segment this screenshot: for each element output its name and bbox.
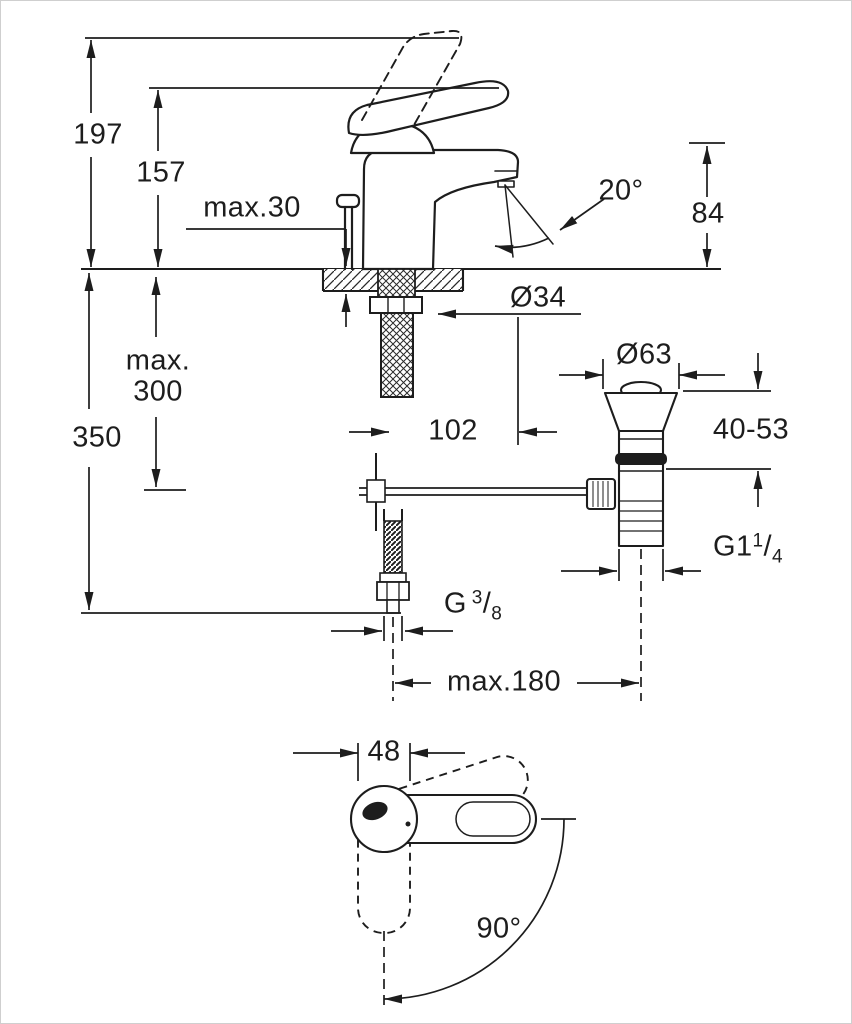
dim-40-53 (666, 353, 771, 507)
dim-overall-depth-label: 350 (72, 421, 122, 454)
o-ring (615, 453, 667, 465)
rod-clamp (366, 479, 386, 503)
threaded-shank (377, 268, 416, 298)
dim-g1-1-4 (561, 549, 701, 581)
waste-thread-denominator: 4 (771, 546, 783, 568)
supply-thread-slash: / (482, 587, 492, 620)
dim-max180 (392, 549, 642, 701)
dim-spout-projection-label: 102 (428, 414, 478, 447)
faucet-body-spout (361, 148, 520, 271)
dim-max300 (144, 277, 186, 491)
pivot-mark (362, 801, 388, 821)
dim-waste-thread-label: G11/4 (713, 530, 783, 568)
dim-total-height-label: 197 (73, 118, 123, 151)
supply-thread-prefix: G (443, 587, 467, 620)
supply-thread-denominator: 8 (491, 603, 503, 625)
dim-deck-max-label: max.30 (203, 191, 301, 224)
waste-thread-numerator: 1 (752, 530, 764, 552)
dim-hose-max-line1: max. (125, 344, 191, 377)
waste-flange (603, 391, 679, 433)
waste-thread-slash: / (763, 530, 772, 563)
faucet-top-view (349, 755, 538, 934)
waste-thread-prefix: G1 (713, 530, 753, 563)
dim-48 (293, 743, 465, 781)
dim-max30 (186, 228, 351, 327)
lever-handle (347, 80, 510, 137)
dim-handle-swing-label: 90° (476, 912, 522, 945)
dim-shank-diameter-label: Ø34 (509, 281, 567, 314)
mounting-nut (369, 296, 423, 314)
knurled-rod-knob (585, 477, 617, 511)
dim-20deg (494, 198, 605, 254)
body-plan (349, 784, 419, 854)
dim-350 (81, 273, 401, 614)
dim-84 (689, 142, 725, 267)
lever-handle-raised (361, 30, 463, 126)
waste-body (617, 429, 665, 548)
hex-fitting (376, 581, 410, 601)
pop-up-waste-assembly (585, 380, 679, 548)
below-deck-assembly (359, 268, 591, 614)
dimension-lines (81, 37, 771, 1009)
dim-waste-deck-range-label: 40-53 (712, 413, 790, 446)
dim-handle-width-label: 48 (367, 735, 401, 768)
flexible-supply-hose (380, 312, 414, 398)
dim-center-distance-label: max.180 (446, 665, 562, 698)
threaded-rod (383, 520, 403, 574)
faucet-side-view (335, 30, 554, 271)
dim-g3-8 (331, 616, 453, 641)
dim-spray-angle-label: 20° (598, 174, 644, 207)
dim-d63 (559, 359, 725, 389)
supply-thread-numerator: 3 (471, 587, 483, 609)
dim-body-height-label: 157 (136, 156, 186, 189)
dim-waste-diameter-label: Ø63 (615, 338, 673, 371)
dim-90deg (383, 818, 576, 1009)
pull-rod-knob (335, 193, 361, 209)
dim-spout-height-label: 84 (691, 197, 725, 230)
dim-hose-max-label: max. 300 (125, 344, 191, 409)
dim-hose-max-line2: 300 (133, 376, 183, 408)
dim-102 (349, 317, 557, 445)
